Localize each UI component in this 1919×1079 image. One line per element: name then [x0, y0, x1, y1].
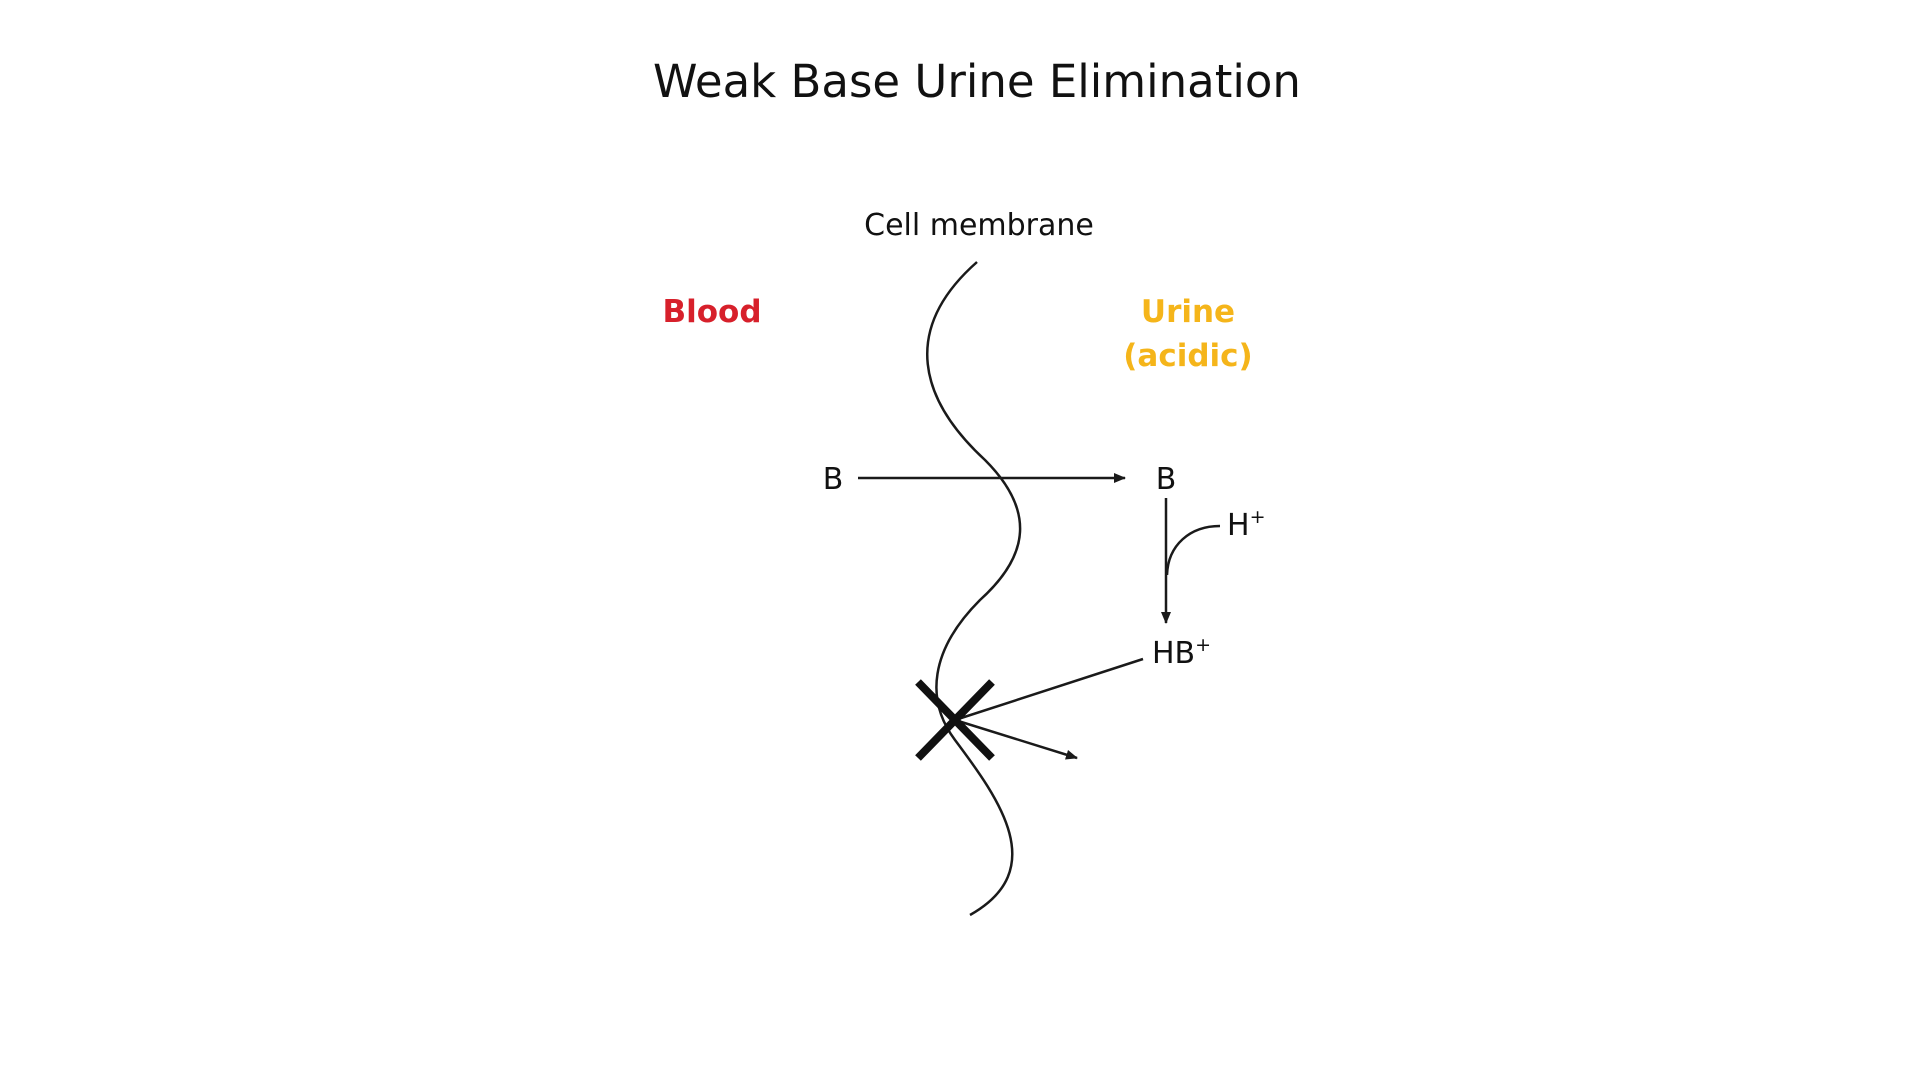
blocked-passage-line	[954, 657, 1144, 722]
diagram-title: Weak Base Urine Elimination	[653, 55, 1301, 108]
cell-membrane-label: Cell membrane	[864, 208, 1094, 243]
proton-symbol: H	[1227, 508, 1250, 543]
base-urine-label: B	[1156, 462, 1177, 497]
proton-addition-curve	[1165, 524, 1221, 576]
base-blood-label: B	[823, 462, 844, 497]
urine-region-label: Urine	[1141, 294, 1235, 330]
cell-membrane-curve	[926, 261, 1022, 917]
x-mark-stroke-2	[915, 679, 995, 761]
protonated-base-charge: +	[1195, 634, 1211, 656]
blocked-x-mark	[915, 679, 995, 761]
urine-acidic-label: (acidic)	[1123, 338, 1252, 374]
reflected-arrow	[954, 718, 1078, 760]
blood-region-label: Blood	[662, 294, 761, 330]
protonated-base-label: HB+	[1152, 634, 1211, 671]
proton-charge: +	[1250, 506, 1266, 528]
proton-label: H+	[1227, 506, 1265, 543]
protonated-base-symbol: HB	[1152, 636, 1195, 671]
